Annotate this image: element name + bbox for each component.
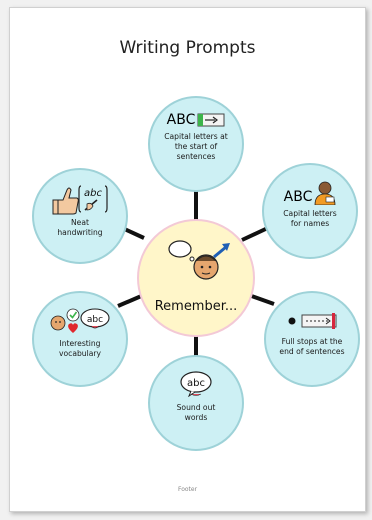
speech-abc-text: abc [187,378,205,389]
center-remember-bubble: Remember... [137,219,255,337]
thumbs-up-writing-icon: abc [52,185,108,215]
prompt-label: Capital letters at the start of sentence… [164,132,228,161]
page-footer: Footer [177,486,198,493]
prompt-label: Neat handwriting [57,218,103,237]
thinking-head-icon [168,240,230,280]
prompt-capital-letters-start: ABC Capital letters at the start of sent… [148,96,244,192]
prompt-label: Capital letters for names [283,209,337,228]
prompt-neat-handwriting: abc Neat handwriting [32,168,128,264]
center-label: Remember... [154,299,238,314]
prompt-full-stops: Full stops at the end of sentences [264,291,360,387]
full-stop-icon [288,313,337,329]
abc-glyph: ABC [166,112,196,128]
vocabulary-abc-text: abc [87,315,103,325]
prompt-label: Sound out words [176,403,216,422]
handwriting-abc-text: abc [84,188,102,199]
prompt-sound-out-words: abc Sound out words [148,355,244,451]
prompt-interesting-vocabulary: abc Interesting vocabulary [32,291,128,387]
vocabulary-icon: abc [50,308,110,333]
document-page: Writing Prompts Remember... ABC [9,7,366,512]
person-name-badge-icon [314,181,336,205]
sentence-start-arrow-icon [197,113,225,127]
speech-abc-icon: abc [180,371,212,397]
abc-glyph: ABC [283,189,313,205]
prompt-label: Interesting vocabulary [59,339,101,358]
page-title: Writing Prompts [119,38,256,58]
prompt-label: Full stops at the end of sentences [279,337,345,356]
prompt-capital-letters-names: ABC Capital letters for names [262,163,358,259]
